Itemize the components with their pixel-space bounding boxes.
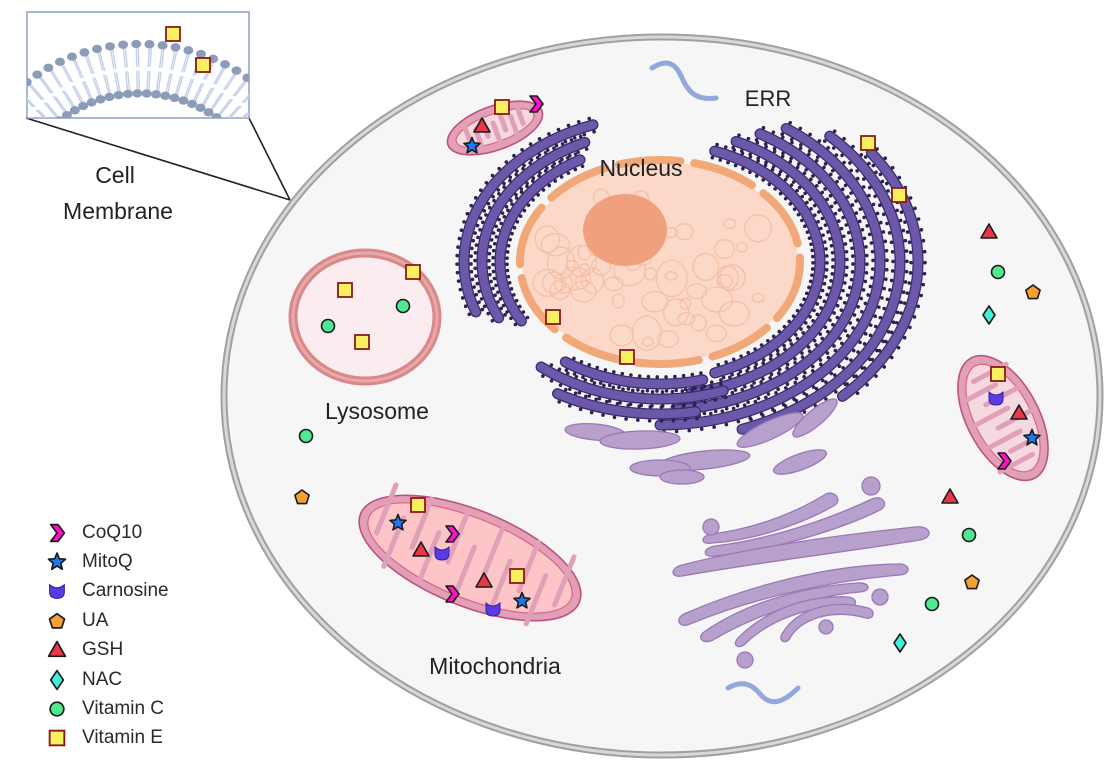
legend-label: Vitamin C [82, 698, 165, 720]
gsh-marker [412, 541, 430, 557]
mitoq-marker [1023, 428, 1041, 446]
legend-label: MitoQ [82, 551, 133, 573]
star-icon [47, 552, 67, 571]
callout-line-left [25, 117, 291, 201]
square-icon [48, 730, 66, 747]
legend-label: NAC [82, 668, 123, 690]
vitamin-c-marker [961, 527, 977, 543]
legend-item-vitamin-c: Vitamin C [46, 694, 169, 723]
coq10-marker [445, 585, 460, 603]
label-err: ERR [745, 86, 791, 111]
coq10-marker [997, 452, 1012, 470]
nucleolus [583, 194, 667, 266]
legend: CoQ10 MitoQ Carnosine UA GSH NAC Vitamin… [46, 518, 169, 753]
vitamin-c-marker [924, 596, 940, 612]
vitamin-e-marker [195, 57, 211, 73]
vitamin-e-marker [165, 26, 181, 42]
vitamin-c-marker [395, 298, 411, 314]
vitamin-e-marker [891, 187, 907, 203]
label-membrane: Membrane [63, 198, 173, 224]
mitoq-marker [463, 136, 481, 154]
legend-item-nac: NAC [46, 665, 169, 694]
cup-icon [49, 584, 65, 600]
mitoq-marker [513, 591, 531, 609]
rna-strand-top [649, 60, 719, 101]
gsh-marker [980, 223, 998, 239]
cell-membrane-inner [222, 35, 1102, 757]
legend-item-ua: UA [46, 606, 169, 635]
legend-label: UA [82, 609, 109, 631]
smooth-er-fragments [564, 398, 838, 485]
chevron-icon [49, 523, 66, 542]
legend-item-carnosine: Carnosine [46, 577, 169, 606]
vitamin-e-marker [545, 309, 561, 325]
label-cell: Cell [95, 162, 135, 188]
circle-icon [49, 701, 65, 717]
vitamin-e-marker [860, 135, 876, 151]
label-lysosome: Lysosome [325, 398, 429, 424]
nucleus [516, 156, 804, 368]
gsh-marker [475, 572, 493, 588]
legend-item-mitoq: MitoQ [46, 547, 169, 576]
legend-item-vitamin-e: Vitamin E [46, 724, 169, 753]
vitamin-e-marker [990, 366, 1006, 382]
callout-line-right [248, 117, 291, 201]
legend-label: Carnosine [82, 580, 169, 602]
vitamin-e-marker [337, 282, 353, 298]
carnosine-marker [988, 390, 1004, 406]
vitamin-e-marker [494, 99, 510, 115]
gsh-marker [473, 117, 491, 133]
vitamin-e-marker [509, 568, 525, 584]
golgi-apparatus [672, 476, 930, 669]
legend-label: Vitamin E [82, 727, 163, 749]
vitamin-e-marker [410, 497, 426, 513]
vitamin-e-marker [405, 264, 421, 280]
coq10-marker [529, 95, 544, 113]
mitochondrion-large [358, 482, 582, 627]
mitoq-marker [389, 513, 407, 531]
rough-endoplasmic-reticulum [455, 116, 927, 435]
gsh-marker [941, 488, 959, 504]
legend-item-gsh: GSH [46, 636, 169, 665]
diamond-icon [49, 669, 65, 690]
vitamin-c-marker [320, 318, 336, 334]
ua-marker [1025, 284, 1041, 300]
nuclear-envelope [516, 156, 804, 368]
legend-label: CoQ10 [82, 521, 143, 543]
ua-marker [294, 489, 310, 505]
vitamin-e-marker [354, 334, 370, 350]
label-nucleus: Nucleus [599, 155, 682, 181]
triangle-icon [47, 641, 67, 658]
rna-strand-bottom [725, 681, 801, 705]
legend-item-coq10: CoQ10 [46, 518, 169, 547]
legend-label: GSH [82, 639, 124, 661]
carnosine-marker [434, 545, 450, 561]
nac-marker [893, 633, 907, 653]
vitamin-c-marker [298, 428, 314, 444]
vitamin-c-marker [990, 264, 1006, 280]
gsh-marker [1010, 404, 1028, 420]
ua-marker [964, 574, 980, 590]
vitamin-e-marker [619, 349, 635, 365]
carnosine-marker [485, 601, 501, 617]
mitochondrion-right [957, 354, 1049, 482]
coq10-marker [445, 525, 460, 543]
label-mitochondria: Mitochondria [429, 653, 561, 679]
membrane-inset [26, 11, 250, 119]
lysosome [288, 248, 442, 386]
pentagon-icon [48, 612, 66, 629]
nac-marker [982, 305, 996, 325]
